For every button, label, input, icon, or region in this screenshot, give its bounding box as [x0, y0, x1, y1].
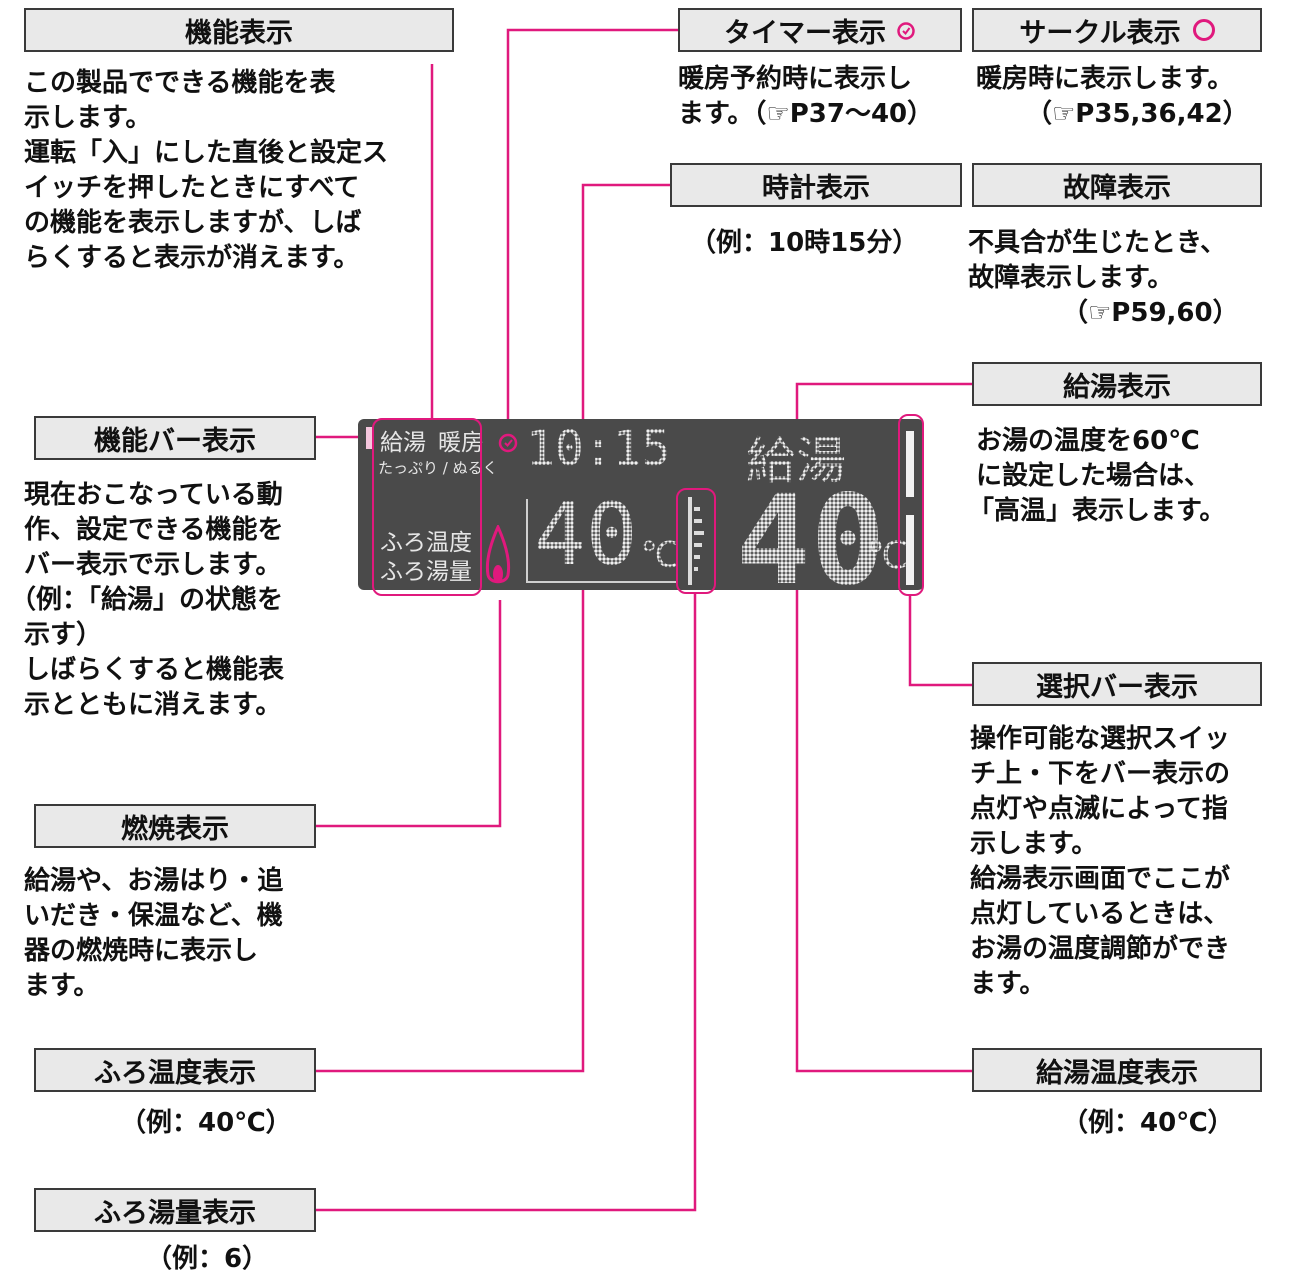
bath-temp-frame — [526, 499, 676, 583]
fault-desc: 不具合が生じたとき、 故障表示します。 （☞P59,60） — [968, 228, 1239, 328]
timer-icon-legend — [897, 22, 915, 40]
lcd-func-plenty-lukewarm: たっぷり / ぬるく — [378, 459, 498, 477]
hot-water-temp-label: 給湯温度表示 — [972, 1048, 1262, 1092]
function-bar-desc: 現在おこなっている動 作、設定できる機能を バー表示で示します。 （例：「給湯」… — [10, 480, 285, 720]
timer-label: タイマー表示 — [678, 8, 962, 52]
flame-icon — [485, 525, 511, 584]
function-display-desc: この製品でできる機能を表 示します。 運転「入」にした直後と設定ス イッチを押し… — [24, 68, 389, 273]
line-combustion — [316, 600, 502, 828]
clock-label: 時計表示 — [670, 163, 962, 207]
lcd-hot-water-temp-unit: ℃ — [866, 533, 909, 577]
circle-icon — [1192, 19, 1215, 41]
bath-volume-callout — [676, 488, 716, 594]
line-bath-temp — [316, 588, 585, 1073]
bath-temp-example: （例：40℃） — [120, 1108, 292, 1138]
hot-water-temp-example: （例：40℃） — [1062, 1108, 1234, 1138]
line-timer — [506, 28, 678, 432]
lcd-clock: 10:15 — [526, 421, 671, 477]
lcd-bath-temp-label: ふろ温度 — [380, 530, 472, 556]
bath-volume-example: （例：6） — [146, 1244, 269, 1274]
lcd-hot-water-temp-value: 40 — [736, 469, 885, 590]
select-bar-desc: 操作可能な選択スイッ チ上・下をバー表示の 点灯や点滅によって指 示します。 給… — [970, 724, 1231, 999]
line-hot-water-temp — [795, 590, 972, 1073]
combustion-label: 燃焼表示 — [34, 804, 316, 848]
select-bar-label: 選択バー表示 — [972, 662, 1262, 706]
combustion-desc: 給湯や、お湯はり・追 いだき・保温など、機 器の燃焼時に表示し ます。 — [24, 866, 284, 1001]
timer-icon — [498, 433, 518, 453]
bath-temp-label: ふろ温度表示 — [34, 1048, 316, 1092]
clock-example: （例：10時15分） — [690, 228, 919, 258]
function-display-label: 機能表示 — [24, 8, 454, 52]
circle-desc: 暖房時に表示します。 （☞P35,36,42） — [976, 64, 1249, 129]
function-bar-indicator — [366, 427, 374, 449]
hot-water-label: 給湯表示 — [972, 362, 1262, 406]
function-bar-label: 機能バー表示 — [34, 416, 316, 460]
select-bar-down — [906, 515, 914, 585]
bath-volume-meter — [688, 497, 704, 585]
lcd-bath-temp-unit: ℃ — [640, 535, 681, 576]
lcd-func-heating: 暖房 — [438, 430, 484, 456]
bath-volume-label: ふろ湯量表示 — [34, 1188, 316, 1232]
timer-desc: 暖房予約時に表示し ます。（☞P37～40） — [678, 64, 934, 129]
line-select-bar — [908, 594, 972, 687]
function-bar-callout — [372, 418, 482, 596]
select-bar-up — [906, 431, 914, 497]
lcd-func-hot-water: 給湯 — [380, 430, 426, 456]
select-bar-callout — [898, 414, 924, 596]
lcd-bath-temp-value: 40 — [534, 485, 638, 585]
lcd-display: 給湯 暖房 たっぷり / ぬるく ふろ温度 ふろ湯量 10:15 給湯 40 ℃… — [358, 419, 924, 590]
hot-water-desc: お湯の温度を60℃ に設定した場合は、 「高温」表示します。 — [968, 426, 1226, 526]
fault-label: 故障表示 — [972, 163, 1262, 207]
circle-label: サークル表示 — [972, 8, 1262, 52]
line-bath-volume — [316, 594, 697, 1212]
lcd-mode: 給湯 — [746, 421, 846, 493]
lcd-bath-volume-label: ふろ湯量 — [380, 559, 472, 585]
